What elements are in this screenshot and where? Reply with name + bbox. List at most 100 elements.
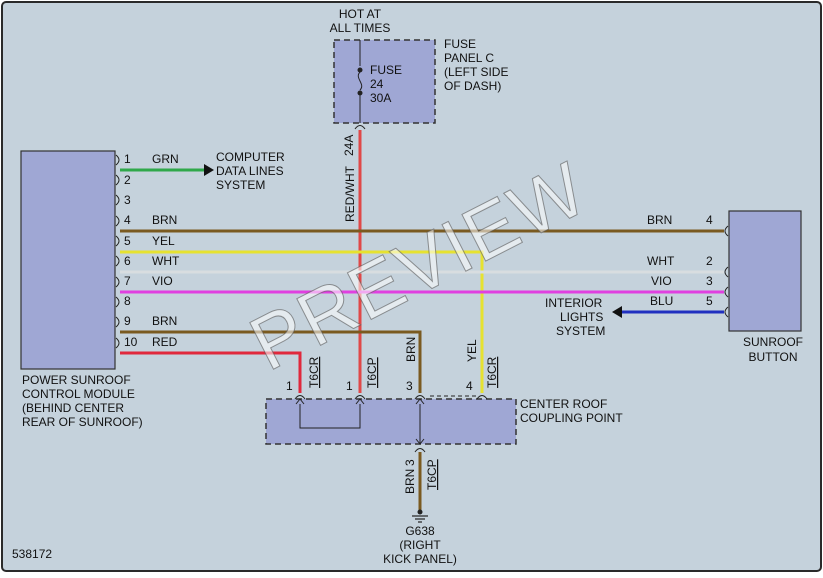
ground-connector-icon [414, 448, 426, 453]
module-pin-7: 7 [124, 274, 131, 288]
module-pin-3: 3 [124, 193, 131, 207]
coupling-pin-4: 4 [466, 379, 473, 393]
button-pin-4-color: BRN [647, 213, 672, 227]
power-sunroof-control-module [20, 150, 116, 370]
module-pin-9-color: BRN [152, 314, 177, 328]
coupling-label-1: CENTER ROOF [520, 397, 607, 411]
arrow-interior-icon [612, 306, 622, 318]
computer-label-2: DATA LINES [216, 164, 284, 178]
button-curl-2 [724, 266, 729, 278]
button-curl-4 [724, 225, 729, 237]
module-label-4: REAR OF SUNROOF) [22, 415, 143, 429]
fuse-name: FUSE [370, 63, 402, 77]
module-curl-4 [115, 215, 120, 227]
ground-label-2: (RIGHT [399, 538, 441, 552]
coupling-wire-4: YEL [465, 339, 479, 362]
button-connector-curls [724, 225, 729, 318]
button-curl-3 [724, 286, 729, 298]
coupling-pin-1a: 1 [286, 379, 293, 393]
diagram-id: 538172 [12, 547, 52, 561]
button-pin-2-color: WHT [647, 254, 675, 268]
module-pin-5-color: YEL [152, 234, 175, 248]
wire-red [120, 351, 302, 393]
fuse-panel-label-3: (LEFT SIDE [444, 65, 508, 79]
ground-point [417, 509, 423, 515]
module-curl-8 [115, 296, 120, 308]
module-label-1: POWER SUNROOF [22, 373, 131, 387]
fuse-terminal-top [357, 67, 363, 73]
module-pin-1-color: GRN [152, 152, 179, 166]
module-curl-9 [115, 316, 120, 328]
module-pin-4-color: BRN [152, 213, 177, 227]
ground-pin-label: 3 [403, 459, 417, 466]
module-curl-6 [115, 255, 120, 267]
interior-label: INTERIOR LIGHTS SYSTEM [545, 296, 605, 338]
fuse-connector-icon [354, 125, 366, 130]
coupling-terminals [294, 395, 488, 444]
interior-label-2: LIGHTS [560, 310, 603, 324]
coupling-curl-1a [294, 395, 306, 400]
module-pin-10: 10 [124, 335, 138, 349]
coupling-arrow-1a-icon [295, 398, 305, 405]
fuse-panel-label-4: OF DASH) [444, 79, 501, 93]
button-label-2: BUTTON [748, 350, 797, 364]
module-pin-10-color: RED [152, 335, 178, 349]
fuse-panel-label-1: FUSE [444, 37, 476, 51]
coupling-label-2: COUPLING POINT [520, 411, 623, 425]
button-pin-3-color: VIO [651, 274, 672, 288]
wire-brn-9 [120, 330, 422, 393]
button-pin-2: 2 [706, 254, 713, 268]
fuse-element-icon [357, 71, 363, 91]
module-pin-8: 8 [124, 294, 131, 308]
module-pin-9: 9 [124, 314, 131, 328]
coupling-pin-3: 3 [406, 379, 413, 393]
module-curl-7 [115, 276, 120, 288]
module-pin-6: 6 [124, 254, 131, 268]
module-label-3: (BEHIND CENTER [22, 401, 124, 415]
coupling-curl-1b [354, 395, 366, 400]
coupling-wire-3: BRN [404, 337, 418, 362]
button-curl-5 [724, 306, 729, 318]
coupling-conn-4: T6CR [485, 356, 499, 388]
coupling-conn-1b: T6CP [365, 357, 379, 388]
module-label-2: CONTROL MODULE [22, 387, 135, 401]
hot-label-line1: HOT AT [339, 7, 382, 21]
module-curl-5 [115, 235, 120, 247]
button-pin-5: 5 [706, 294, 713, 308]
computer-label: COMPUTER DATA LINES SYSTEM [216, 150, 285, 192]
coupling-curl-3 [414, 395, 426, 400]
coupling-arrow-ground-icon [415, 438, 425, 445]
interior-label-1: INTERIOR [545, 296, 603, 310]
fuse-panel-box [333, 39, 436, 124]
button-pin-4: 4 [706, 213, 713, 227]
sunroof-button [728, 210, 802, 332]
button-pin-labels: BRN 4 WHT 2 VIO 3 BLU 5 [647, 213, 713, 308]
ground-label-3: KICK PANEL) [383, 552, 457, 566]
center-roof-coupling [265, 398, 517, 445]
coupling-conn-1a: T6CR [307, 356, 321, 388]
coupling-curl-4 [476, 395, 488, 400]
computer-label-1: COMPUTER [216, 150, 285, 164]
module-curl-3 [115, 194, 120, 206]
fuse-panel: HOT AT ALL TIMES FUSE 24 30A FUSE PANEL … [330, 7, 509, 156]
wire-yel [120, 250, 484, 393]
fuse-number: 24 [370, 77, 384, 91]
module-pin-4: 4 [124, 213, 131, 227]
fuse-terminal-bottom [357, 90, 363, 96]
button-pin-3: 3 [706, 274, 713, 288]
fuse-rating: 30A [370, 91, 391, 105]
fuse-terminal-label: 24A [342, 135, 356, 156]
ground-wire-label: BRN [403, 469, 417, 494]
module-pin-5: 5 [124, 234, 131, 248]
coupling-arrow-3-icon [415, 398, 425, 405]
module-curl-10 [115, 337, 120, 349]
coupling-pin-1b: 1 [346, 379, 353, 393]
module-pin-6-color: WHT [152, 254, 180, 268]
fuse-panel-label-2: PANEL C [444, 51, 494, 65]
module-pin-labels: 1 GRN 2 3 4 BRN 5 YEL 6 WHT 7 VIO 8 9 BR… [124, 152, 180, 349]
module-pin-1: 1 [124, 152, 131, 166]
module-connector-curls [115, 154, 120, 349]
wire-red-wht-label: RED/WHT [343, 165, 357, 222]
